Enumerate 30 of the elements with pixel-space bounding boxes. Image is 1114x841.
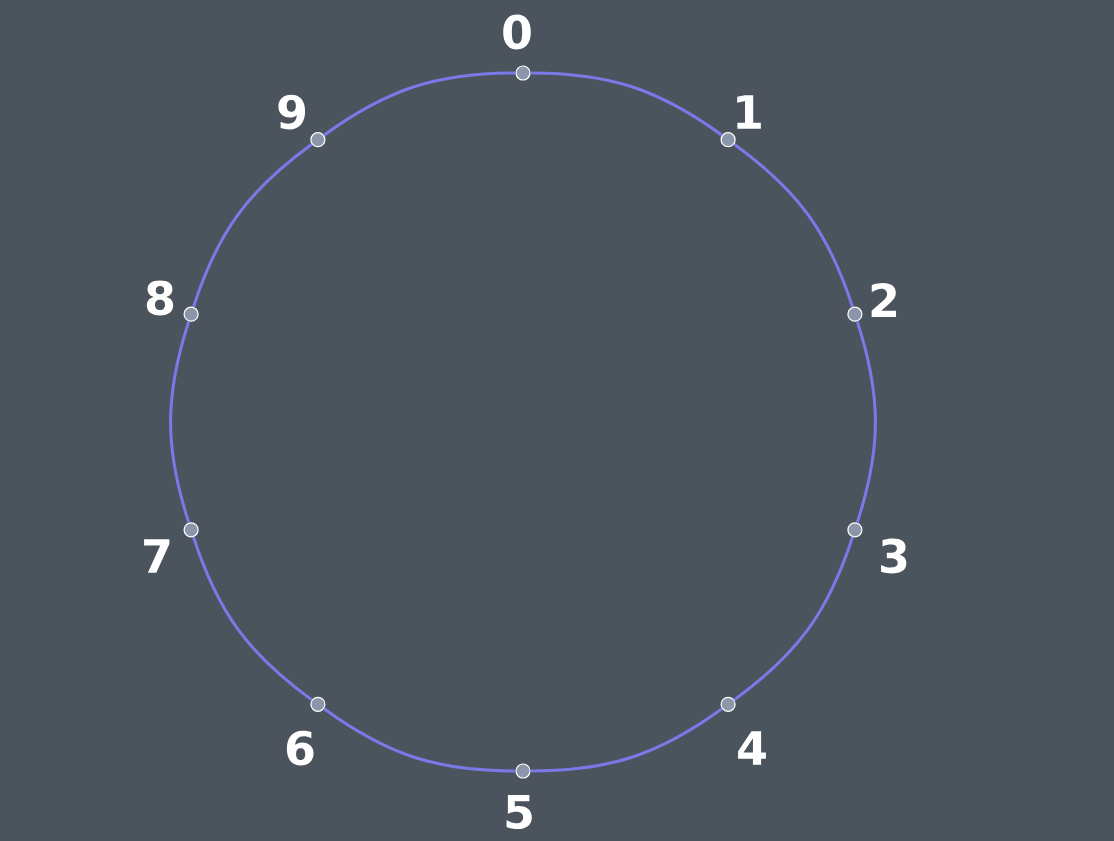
number-label: 5	[506, 794, 532, 830]
circle-arc	[530, 707, 723, 773]
number-label: 2	[871, 282, 896, 318]
point-marker	[310, 696, 326, 712]
circle-arc	[169, 321, 191, 523]
circle-arc	[733, 142, 854, 308]
circle-arc	[192, 536, 313, 702]
point-marker	[310, 132, 326, 148]
point-marker	[720, 132, 736, 148]
point-marker	[515, 763, 531, 779]
circle-arc	[733, 536, 854, 702]
circle-arc	[323, 707, 516, 773]
number-label: 9	[278, 94, 306, 130]
number-label: 7	[144, 539, 170, 573]
number-label: 8	[146, 280, 174, 316]
number-label: 0	[503, 14, 531, 50]
number-label: 3	[881, 538, 907, 574]
point-marker	[183, 306, 199, 322]
circle-arc	[323, 71, 516, 137]
point-marker	[847, 522, 863, 538]
point-marker	[720, 696, 736, 712]
number-label: 1	[737, 95, 761, 129]
point-marker	[183, 522, 199, 538]
number-label: 4	[738, 731, 766, 765]
point-marker	[847, 306, 863, 322]
circle-arc	[855, 321, 877, 523]
circle-arc	[192, 142, 313, 308]
circle-arc	[530, 71, 723, 137]
number-label: 6	[286, 730, 314, 766]
point-marker	[515, 65, 531, 81]
